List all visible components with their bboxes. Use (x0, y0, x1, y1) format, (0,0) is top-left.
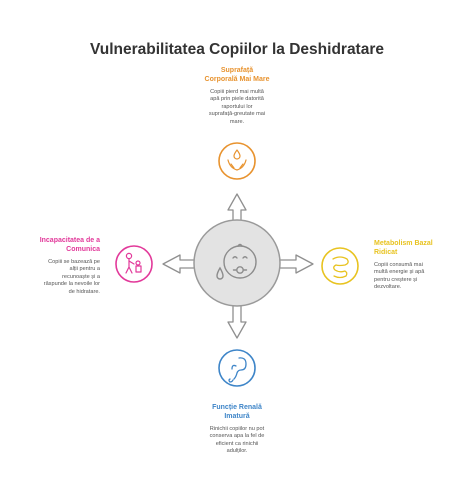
top-desc-line: suprafață-greutate mai (208, 111, 266, 118)
right-item-description: Copiii consumă mai multă energie și apă … (374, 262, 470, 292)
left-item-title: Incapacitatea de a Comunica (8, 237, 100, 254)
left-desc-line: de hidratare. (68, 288, 100, 295)
left-desc-line: răspunde la nevoile lor (43, 281, 100, 288)
bottom-desc-line: Rinichii copiilor nu pot (209, 426, 265, 432)
top-desc-line: apă prin piele datorită (210, 96, 264, 103)
left-item-title-line2: Comunica (66, 245, 100, 253)
top-node-circle (218, 142, 256, 180)
top-item-description: Copiii pierd mai multă apă prin piele da… (187, 89, 287, 126)
sweating-baby-icon (216, 243, 257, 280)
top-item-title: Suprafață Corporală Mai Mare (177, 67, 297, 84)
bottom-desc-line: conserva apa la fel de (209, 433, 265, 440)
right-desc-line: pentru creștere și (374, 276, 418, 283)
top-item-title-line1: Suprafață (220, 67, 254, 74)
arrow-right (275, 254, 314, 274)
right-item-title-line2: Ridicat (374, 248, 398, 256)
right-desc-line: dezvoltare. (374, 284, 402, 291)
left-item-description: Copiii se bazează pe alții pentru a recu… (8, 259, 100, 296)
left-desc-line: Copiii se bazează pe (48, 259, 100, 265)
right-desc-line: multă energie și apă (374, 269, 425, 276)
top-desc-line: raportului lor (221, 103, 253, 110)
bottom-node-circle (218, 349, 256, 387)
left-desc-line: alții pentru a (69, 266, 100, 273)
bottom-item-title-line1: Funcție Renală (212, 404, 262, 411)
intestines-icon (332, 256, 349, 279)
top-item-title-line2: Corporală Mai Mare (204, 75, 270, 83)
top-desc-line: Copiii pierd mai multă (210, 89, 264, 95)
bottom-desc-line: eficient ca rinichii (215, 440, 259, 447)
arrow-up (227, 193, 247, 223)
arrow-down (227, 303, 247, 339)
top-desc-line: mare. (229, 118, 245, 125)
left-desc-line: recunoaște și a (62, 273, 100, 280)
kidney-icon (228, 357, 247, 383)
parent-child-icon (125, 252, 142, 274)
right-item-title: Metabolism Bazal Ridicat (374, 240, 470, 257)
right-desc-line: Copiii consumă mai (374, 262, 423, 268)
bottom-item-title: Funcție Renală Imatură (177, 404, 297, 421)
bottom-item-title-line2: Imatură (224, 412, 250, 420)
page-title: Vulnerabilitatea Copiilor la Deshidratar… (89, 41, 384, 59)
left-item-title-line1: Incapacitatea de a (39, 237, 100, 244)
bottom-item-description: Rinichii copiilor nu pot conserva apa la… (187, 426, 287, 456)
arrow-left (162, 254, 199, 274)
hands-holding-drop-icon (227, 149, 247, 171)
bottom-desc-line: adulților. (226, 448, 248, 455)
center-circle (193, 219, 281, 307)
right-item-title-line1: Metabolism Bazal (374, 240, 433, 247)
